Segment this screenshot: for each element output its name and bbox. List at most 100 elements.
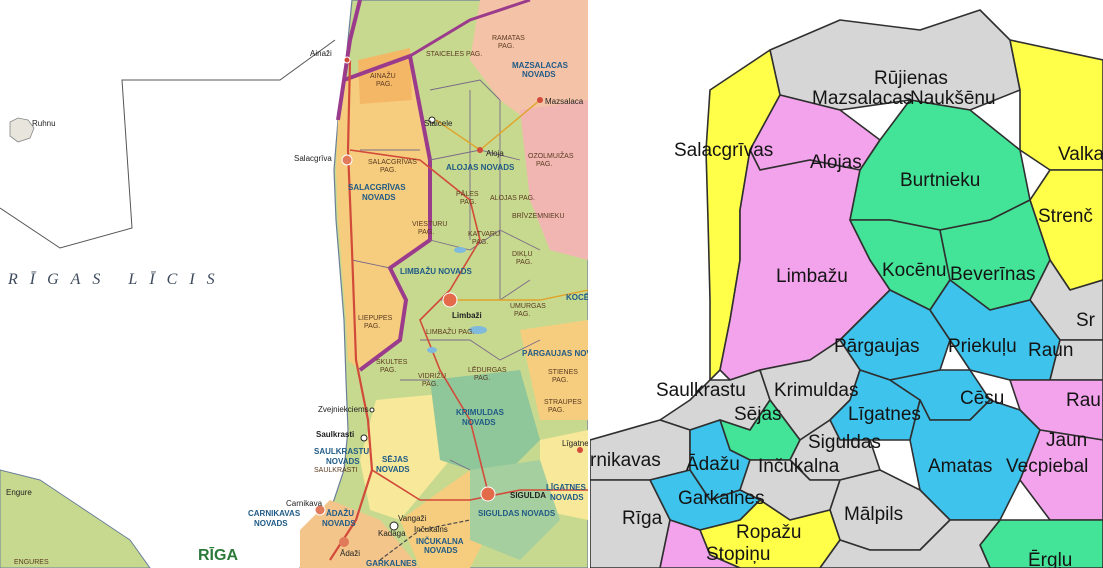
pag-salacgrivas-l2: PAG. [380, 167, 396, 174]
pag-skultes-l1: SKULTES [376, 359, 408, 366]
mazsalacas-area [470, 0, 588, 130]
pag-vidrizu-l1: VIDRIŽU [418, 371, 446, 380]
label-garkalnes: Garkalnes [678, 488, 765, 509]
label-malpils: Mālpils [844, 504, 903, 525]
novads-saulkrastu-l2: NOVADS [326, 457, 360, 466]
town-aloja: Aloja [486, 149, 504, 158]
label-rigas: Rīga [622, 508, 663, 529]
label-pargaujas: Pārgaujas [834, 336, 920, 357]
lake [469, 326, 487, 334]
novads-alojas: ALOJAS NOVADS [446, 163, 515, 172]
novads-ligatnes-l1: LĪGATNES [546, 483, 587, 492]
label-cesu: Cēsu [960, 388, 1004, 409]
region-stopinu[interactable] [659, 519, 741, 568]
sea-label: RĪGAS LĪCIS [7, 271, 227, 288]
town-staicele: Staicele [424, 119, 453, 128]
novads-salacgrivas-l2: NOVADS [362, 193, 396, 202]
pag-brivzemnieku: BRĪVZEMNIEKU [512, 212, 565, 220]
pag-liepupes-l2: PAG. [364, 323, 380, 330]
town-salacgriva: Salacgrīva [294, 154, 332, 163]
pag-ramatas-l1: RAMATAS [492, 35, 525, 42]
label-smiltenes: Sr [1076, 310, 1096, 331]
road-limbazi [349, 149, 491, 501]
pag-pales-l2: PAG. [460, 199, 476, 206]
novads-koc: KOCĒ [566, 293, 588, 302]
engure-coast [0, 469, 151, 568]
label-ropazu: Ropažu [736, 522, 802, 543]
capital-label: RĪGA [198, 545, 238, 564]
region-raunas[interactable] [1049, 339, 1103, 381]
sejas-area [360, 394, 450, 520]
rujienas-area [520, 100, 588, 260]
region-madonas[interactable] [819, 519, 1001, 568]
pag-dikla-l1: DIKĻU [512, 251, 533, 258]
pag-stienes-l1: STIENES [548, 369, 578, 376]
pag-viesturu-l1: VIESTURU [412, 221, 447, 228]
novads-siguldas: SIGULDAS NOVADS [478, 509, 556, 518]
label-erglu: Ērgļu [1028, 550, 1072, 568]
label-alojas: Alojas [810, 152, 862, 173]
road-east [450, 289, 588, 301]
road-sigulda [371, 469, 588, 501]
novads-carnikavas-l2: NOVADS [254, 519, 288, 528]
pag-ainazu-l2: PAG. [376, 81, 392, 88]
town-limbazi: Limbaži [452, 311, 482, 320]
label-carnikavas: rnikavas [590, 450, 661, 471]
novads-limbazu: LIMBAŽU NOVADS [400, 267, 473, 276]
pag-staiceles: STAICELES PAG. [426, 51, 482, 58]
left-map-svg: RĪGAS LĪCIS Ruhnu Engure ENGURES [0, 0, 588, 568]
pag-pales-l1: PĀLES [456, 190, 479, 198]
town-incukalns: Inčukalns [414, 525, 448, 534]
pag-liepupes-l1: LIEPUPES [358, 315, 393, 322]
novads-saulkrastu-small: SAULKRASTI [314, 467, 358, 474]
label-mazsalacas: Mazsalacas [812, 88, 912, 109]
pag-alojas: ALOJAS PAG. [490, 195, 535, 202]
town-mazsalaca: Mazsalaca [545, 97, 584, 106]
town-saulkrasti: Saulkrasti [316, 430, 354, 439]
pargaujas-area [520, 320, 588, 420]
pag-dikla-l2: PAG. [516, 259, 532, 266]
label-burtnieku: Burtnieku [900, 170, 980, 191]
region-burtnieku[interactable] [849, 99, 1031, 231]
label-raunas2: Rau [1066, 390, 1101, 411]
siguldas-area [470, 460, 560, 560]
railway [379, 519, 471, 561]
pag-umurgas-l1: UMURGAS [510, 303, 546, 310]
novads-sejas-l1: SĒJAS [382, 455, 409, 464]
carnikavas-area [300, 500, 420, 568]
detailed-region-map: RĪGAS LĪCIS Ruhnu Engure ENGURES [0, 0, 588, 568]
label-limbazu: Limbažu [776, 266, 848, 287]
road-via-baltica [329, 59, 374, 561]
town-adazi: Ādaži [340, 549, 360, 558]
label-priekulu: Priekuļu [948, 336, 1017, 357]
novads-incukalna-l1: INČUKALNA [416, 537, 464, 546]
maritime-boundary [0, 39, 336, 249]
town-markers [314, 56, 583, 547]
label-raunas: Raun [1028, 340, 1073, 361]
label-saulkrastu: Saulkrastu [656, 380, 746, 401]
right-map-svg: Rūjienas Mazsalacas Naukšēnu Salacgrīvas… [590, 9, 1103, 568]
engure-label: Engure [6, 488, 32, 497]
town-vangazi: Vangaži [398, 514, 427, 523]
pag-viesturu-l2: PAG. [418, 229, 434, 236]
novads-mazsalacas-l2: NOVADS [522, 70, 556, 79]
novads-salacgrivas-l1: SALACGRĪVAS [348, 183, 406, 192]
label-siguldas: Siguldas [808, 432, 881, 453]
novads-mazsalacas-l1: MAZSALACAS [512, 61, 569, 70]
pag-ledurgas-l2: PAG. [474, 375, 490, 382]
label-ligatnes: Līgatnes [848, 404, 921, 425]
label-beverinas: Beverīnas [950, 264, 1036, 285]
label-adazu: Ādažu [686, 454, 740, 475]
label-kocenu: Kocēnu [882, 260, 946, 281]
town-ainazi: Ainaži [310, 49, 332, 58]
label-salacgrivas: Salacgrīvas [674, 140, 773, 161]
label-nauksenu: Naukšēnu [910, 88, 996, 109]
label-vecpiebalgas: Vecpiebal [1006, 456, 1088, 477]
pag-stienes-l2: PAG. [552, 377, 568, 384]
label-rujienas: Rūjienas [874, 68, 948, 89]
town-zvejniekciems: Zvejniekciems [318, 405, 369, 414]
pag-vidrizu-l2: PAG. [422, 381, 438, 388]
pag-skultes-l2: PAG. [380, 367, 396, 374]
label-amatas: Amatas [928, 456, 992, 477]
